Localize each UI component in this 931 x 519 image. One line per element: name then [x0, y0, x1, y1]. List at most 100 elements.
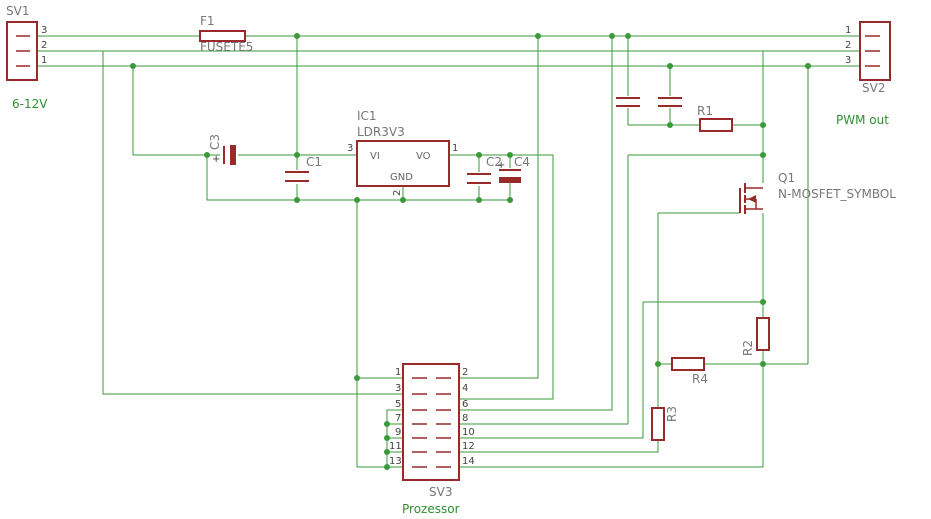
f1-name: F1: [200, 14, 215, 28]
capacitor-c3: + C3: [208, 134, 236, 165]
ic1-body: [356, 140, 450, 187]
cap-right-a-plates: [616, 97, 640, 107]
sv3-pin-10: 10: [462, 427, 475, 438]
junction-dot: [655, 361, 661, 367]
sv3-name: SV3: [429, 485, 452, 499]
wire-gnd-to-c3: [132, 66, 220, 156]
r3-name: R3: [665, 406, 679, 422]
c3-plate-minus: [230, 145, 236, 165]
wire-drain: [762, 50, 860, 183]
junction-dot: [384, 449, 390, 455]
fuse-f1: F1 FUSETE5: [199, 14, 253, 54]
c2-plates: [467, 173, 491, 184]
wire-r2: [459, 302, 764, 468]
f1-body: [199, 30, 246, 42]
sv3-pin-13: 13: [389, 456, 402, 467]
sv3-label: Prozessor: [402, 502, 460, 516]
sv3-body: [402, 363, 460, 481]
r4-body: [671, 357, 705, 371]
c1-plates: [285, 171, 309, 182]
sv3-pins: [412, 377, 451, 468]
sv2-pin-1: 1: [845, 25, 851, 36]
q1-arrow: [748, 195, 756, 203]
sv3-pin-11: 11: [389, 441, 402, 452]
junction-dot: [130, 63, 136, 69]
connector-sv1: SV1 6-12V 3 2 1: [6, 4, 48, 111]
q1-name: Q1: [778, 171, 795, 185]
junction-dot: [760, 361, 766, 367]
resistor-r1: R1: [697, 104, 733, 132]
wire-sv3-pin8: [459, 36, 613, 411]
junction-dot: [507, 152, 513, 158]
sv1-pin-2: 2: [41, 40, 47, 51]
sv3-pin-4: 4: [462, 383, 468, 394]
junction-dot: [294, 152, 300, 158]
wire-source-to-sv3: [459, 302, 644, 439]
capacitor-c4: + C4: [497, 155, 530, 183]
r1-body: [699, 118, 733, 132]
c1-name: C1: [306, 155, 322, 169]
junction-dot: [204, 152, 210, 158]
wire-drain-to-sv3: [459, 155, 629, 425]
sv3-pin-14: 14: [462, 456, 475, 467]
sv1-label: 6-12V: [12, 97, 48, 111]
junction-dot: [476, 197, 482, 203]
sv1-pins: [16, 35, 30, 67]
sv3-pin-12: 12: [462, 441, 475, 452]
ic1-pin-out-num: 1: [452, 143, 458, 154]
ic1-pin-in-num: 3: [347, 143, 353, 154]
sv1-name: SV1: [6, 4, 29, 18]
junction-dot: [760, 122, 766, 128]
sv2-pins: [865, 35, 880, 67]
ic1-pin-vo: VO: [416, 151, 431, 162]
regulator-ic1: IC1 LDR3V3 VI VO GND 3 1 2: [347, 109, 458, 196]
wire-cap-right-a: [627, 36, 700, 126]
capacitor-c1: C1: [285, 155, 322, 182]
sv3-pin-3: 3: [395, 383, 401, 394]
c4-name: C4: [514, 155, 530, 169]
junction-dot: [384, 464, 390, 470]
ic1-pin-gnd: GND: [390, 172, 413, 183]
wire-sv3-pin3: [102, 51, 403, 395]
c3-plus-sign: +: [212, 154, 220, 165]
wire-sv3-pin2: [459, 36, 539, 379]
junction-dot: [400, 197, 406, 203]
junction-dot: [667, 63, 673, 69]
ic1-pin-vi: VI: [370, 151, 380, 162]
junction-dot: [609, 33, 615, 39]
q1-value: N-MOSFET_SYMBOL: [778, 187, 896, 201]
resistor-r4: R4: [671, 357, 708, 386]
sv2-label: PWM out: [836, 113, 889, 127]
sv3-pin-2: 2: [462, 367, 468, 378]
sv3-pin-5: 5: [395, 399, 401, 410]
ic1-value: LDR3V3: [357, 125, 405, 139]
r4-name: R4: [692, 372, 708, 386]
mosfet-q1: Q1 N-MOSFET_SYMBOL: [739, 171, 896, 214]
junction-dot: [354, 197, 360, 203]
sv3-pin-6: 6: [462, 399, 468, 410]
junction-dot: [805, 63, 811, 69]
r2-name: R2: [741, 340, 755, 356]
ic1-name: IC1: [357, 109, 377, 123]
connector-sv2: 1 2 3 SV2 PWM out: [836, 21, 891, 127]
capacitor-right-a: [616, 97, 640, 107]
capacitor-right-b: [658, 97, 682, 107]
c2-name: C2: [486, 155, 502, 169]
sv1-pin-1: 1: [41, 55, 47, 66]
sv3-pin-1: 1: [395, 367, 401, 378]
wire-c3-minus: [206, 155, 510, 201]
wire-sv3-left-bus: [386, 409, 403, 467]
resistor-r2: R2: [741, 317, 770, 356]
junction-dot: [625, 33, 631, 39]
junction-dot: [294, 197, 300, 203]
cap-right-b-plates: [658, 97, 682, 107]
c4-plate-minus: [499, 177, 521, 183]
sv3-pin-9: 9: [395, 427, 401, 438]
junction-dot: [507, 197, 513, 203]
sv3-pin-7: 7: [395, 413, 401, 424]
wire-gate-r3: [459, 440, 659, 453]
resistor-r3: R3: [651, 406, 679, 441]
sv2-pin-3: 3: [845, 55, 851, 66]
junction-dot: [294, 33, 300, 39]
